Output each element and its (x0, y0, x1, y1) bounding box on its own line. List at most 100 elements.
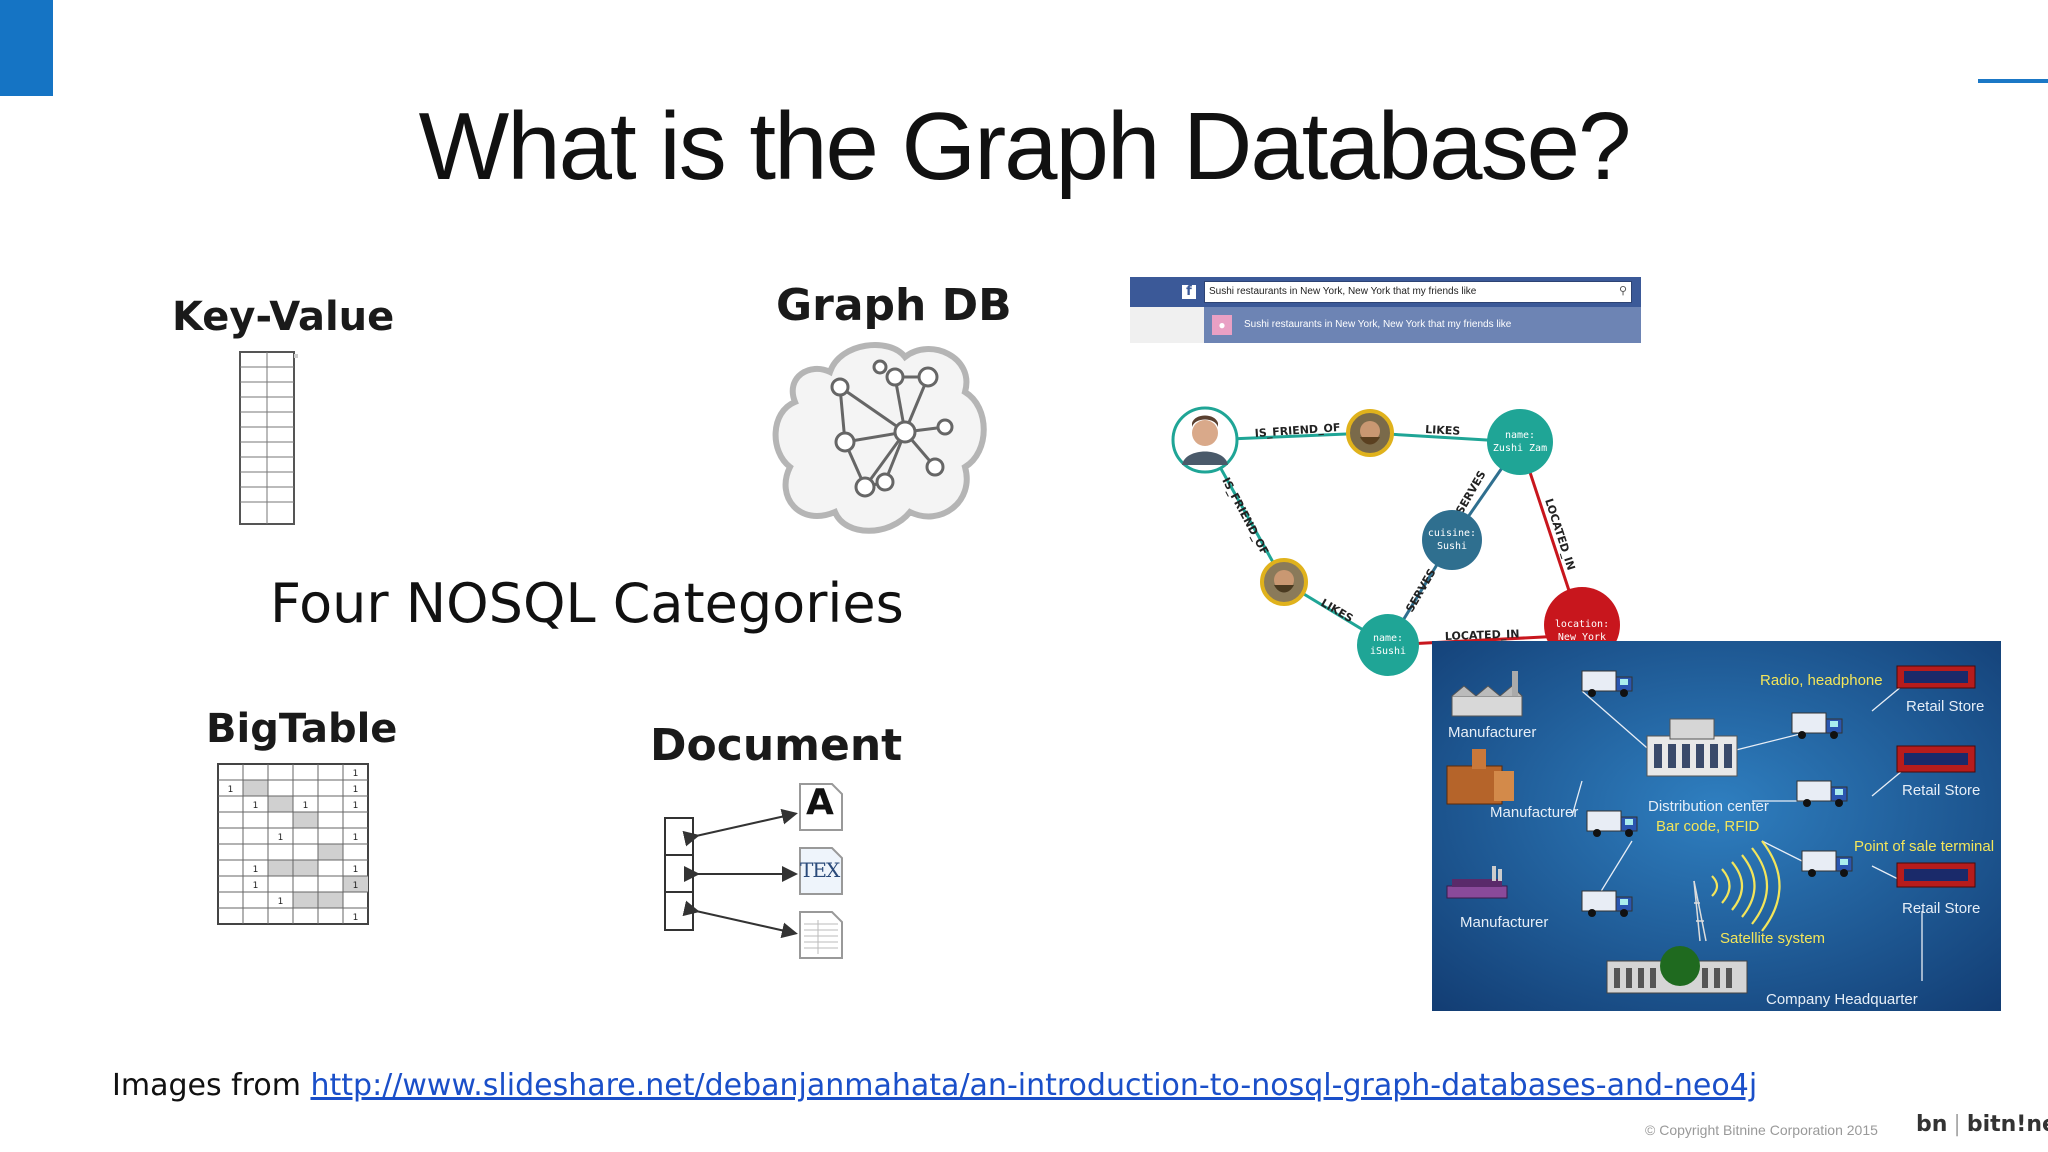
avatar-person-1 (1171, 406, 1239, 474)
factory-icon-2 (1446, 749, 1514, 805)
node-isushi-label-2: iSushi (1370, 646, 1406, 657)
retail-store-icon-1 (1896, 665, 1976, 689)
avatar-person-2 (1346, 409, 1394, 457)
doc-a-icon (799, 783, 843, 831)
location-pin-icon: ● (1212, 315, 1232, 335)
bigtable-value: 1 (353, 913, 359, 923)
doc-a-glyph: A (806, 782, 834, 823)
factory-icon-1 (1451, 671, 1523, 717)
bigtable-empty-cell (318, 892, 343, 908)
edge-is-friend-of-1: IS_FRIEND_OF (1254, 421, 1341, 440)
truck-icon (1586, 810, 1638, 837)
bigtable-value: 1 (278, 897, 284, 907)
node-cuisine-sushi: cuisine: Sushi (1422, 510, 1482, 570)
node-location-label-2: New York (1558, 632, 1606, 643)
label-distribution-center: Distribution center (1648, 798, 1769, 815)
bigtable-empty-cell (293, 812, 318, 828)
label-point-of-sale: Point of sale terminal (1854, 838, 1994, 855)
label-manufacturer-2: Manufacturer (1490, 804, 1578, 821)
graph-db-cloud-icon (772, 342, 987, 534)
node-zushi-label-1: name: (1505, 430, 1535, 441)
truck-icon (1791, 712, 1843, 739)
node-location-label-1: location: (1555, 619, 1609, 630)
label-satellite-system: Satellite system (1720, 930, 1825, 947)
label-retail-store-3: Retail Store (1902, 900, 1980, 917)
truck-icon (1581, 670, 1633, 697)
bigtable-value: 1 (253, 881, 259, 891)
copyright-label: Copyright Bitnine Corporation 2015 (1659, 1122, 1878, 1138)
bigtable-value: 1 (353, 865, 359, 875)
avatar-person-3 (1260, 558, 1308, 606)
bigtable-empty-cell (268, 796, 293, 812)
graph-db-label: Graph DB (776, 280, 1012, 331)
bigtable-empty-cell (318, 844, 343, 860)
bigtable-empty-cell (293, 860, 318, 876)
document-label: Document (650, 720, 903, 771)
edge-located-in-2: LOCATED_IN (1445, 627, 1520, 643)
doc-tex-glyph: TEX (800, 858, 840, 882)
facebook-search-input[interactable]: Sushi restaurants in New York, New York … (1204, 281, 1632, 303)
bigtable-empty-cell (343, 876, 368, 892)
image-credit-prefix: Images from (112, 1068, 311, 1103)
accent-block (0, 0, 53, 96)
slide-title: What is the Graph Database? (418, 93, 1632, 200)
accent-line (1978, 79, 2048, 83)
bigtable-empty-cell (293, 892, 318, 908)
supply-chain-diagram: Manufacturer Manufacturer Manufacturer D… (1432, 641, 2001, 1011)
edge-is-friend-of-2: IS_FRIEND_OF (1219, 475, 1271, 557)
bitnine-logo-text: bitn!ne (1966, 1112, 2048, 1137)
bigtable-value: 1 (253, 801, 259, 811)
node-isushi-label-1: name: (1373, 633, 1403, 644)
edge-likes-2: LIKES (1319, 596, 1356, 625)
facebook-icon: f (1182, 285, 1196, 299)
truck-icon (1801, 850, 1853, 877)
bigtable-label: BigTable (206, 706, 398, 752)
bigtable-value: 1 (353, 833, 359, 843)
bitnine-logo: bn|bitn!ne (1916, 1112, 2048, 1137)
facebook-search-screenshot: f Sushi restaurants in New York, New Yor… (1130, 277, 1641, 343)
node-zushi-zam: name: Zushi Zam (1487, 409, 1553, 475)
bigtable-empty-cell (243, 780, 268, 796)
search-icon[interactable]: ⚲ (1618, 285, 1627, 297)
label-manufacturer-3: Manufacturer (1460, 914, 1548, 931)
bigtable-value: 1 (353, 801, 359, 811)
label-retail-store-1: Retail Store (1906, 698, 1984, 715)
bigtable-value: 1 (278, 833, 284, 843)
label-barcode-rfid: Bar code, RFID (1656, 818, 1760, 835)
image-credit-link[interactable]: http://www.slideshare.net/debanjanmahata… (310, 1068, 1758, 1103)
bigtable-value: 1 (353, 785, 359, 795)
label-company-headquarter: Company Headquarter (1766, 991, 1918, 1008)
facebook-suggestion-text: Sushi restaurants in New York, New York … (1244, 319, 1512, 330)
node-isushi: name: iSushi (1357, 614, 1419, 676)
bigtable-empty-cell (268, 860, 293, 876)
bigtable-value: 1 (303, 801, 309, 811)
truck-icon (1581, 890, 1633, 917)
label-retail-store-2: Retail Store (1902, 782, 1980, 799)
label-radio-headphone: Radio, headphone (1760, 672, 1883, 689)
factory-icon-3 (1446, 866, 1508, 899)
key-value-label: Key-Value (172, 294, 395, 340)
retail-store-icon-2 (1896, 745, 1976, 773)
bitnine-logo-mark: bn (1916, 1112, 1948, 1137)
document-diagram (664, 783, 843, 959)
edge-likes-1: LIKES (1425, 423, 1461, 438)
retail-store-icon-3 (1896, 862, 1976, 888)
facebook-suggestion-item[interactable]: ● Sushi restaurants in New York, New Yor… (1204, 307, 1641, 343)
facebook-search-text: Sushi restaurants in New York, New York … (1209, 286, 1477, 297)
satellite-signal-waves (1711, 840, 1781, 932)
edge-serves-2: SERVES (1403, 566, 1438, 614)
node-cuisine-label-1: cuisine: (1428, 528, 1476, 539)
truck-icon (1796, 780, 1848, 807)
bigtable-value: 1 (253, 865, 259, 875)
label-manufacturer-1: Manufacturer (1448, 724, 1536, 741)
satellite-tower-icon (1693, 880, 1707, 942)
node-cuisine-label-2: Sushi (1437, 541, 1467, 552)
image-credit: Images from http://www.slideshare.net/de… (112, 1068, 1757, 1103)
bigtable-value: 1 (353, 881, 359, 891)
node-zushi-label-2: Zushi Zam (1493, 443, 1547, 454)
headquarters-building (1606, 946, 1748, 994)
bigtable-value: 1 (228, 785, 234, 795)
distribution-center-building (1646, 718, 1738, 777)
copyright-text: © Copyright Bitnine Corporation 2015 (1645, 1122, 1878, 1138)
